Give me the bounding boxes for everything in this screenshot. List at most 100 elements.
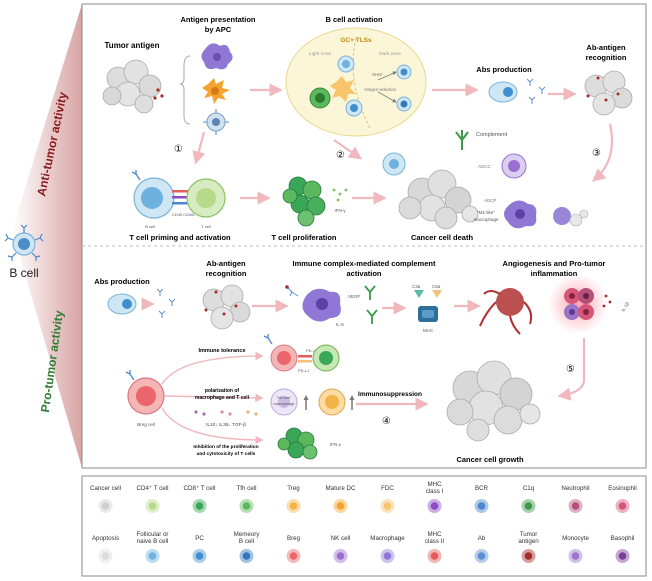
b-cell-main-icon	[4, 224, 44, 261]
legend-label: Cancer cell	[90, 485, 121, 492]
legend-label: BCR	[475, 485, 489, 492]
m2-label-2: macrophage	[273, 402, 294, 406]
antigen-ab-complex-icon	[287, 287, 299, 297]
t-cell-small-label: T cell	[201, 224, 211, 229]
macrophage-bottom-icon	[302, 288, 341, 322]
c5a-label: C5a	[432, 284, 441, 289]
legend-label: Ab	[478, 535, 486, 542]
plasma-cell-top-icon	[488, 81, 518, 103]
t-cell-cluster-bottom-icon	[277, 427, 318, 460]
tumor-antigen-icon	[521, 549, 536, 563]
legend-label: CD4⁺ T cell	[137, 485, 169, 492]
macrophage-icon	[380, 549, 395, 563]
side-wedge	[12, 4, 82, 468]
tumor-cluster-icon	[102, 59, 162, 114]
bracket-icon	[179, 55, 191, 125]
breg-pdl1-icon	[270, 344, 298, 372]
legend-item: Apoptosis	[92, 535, 119, 563]
antigen-selection-label: Antigen selection	[364, 87, 397, 92]
apoptosis-icon	[98, 549, 113, 563]
legend-label: Mature DC	[326, 485, 356, 492]
cd40l-label: CD40L	[183, 212, 196, 217]
tumor-antigen-label: Tumor antigen	[105, 41, 160, 50]
b-cell-label: B cell	[9, 266, 38, 280]
top-flow-arrows	[192, 83, 614, 205]
il1b-label: IL-1β	[621, 301, 631, 313]
b-cell-priming-icon	[131, 170, 175, 219]
m1-macrophage-icon	[504, 200, 537, 229]
ifn-bottom-label: IFN-γ	[330, 442, 342, 447]
legend-item: Eosinophil	[608, 485, 637, 513]
inhib-label: Inhibition of the proliferation	[193, 444, 258, 450]
basophil-icon	[615, 549, 630, 563]
antibody-bcell-icon	[263, 334, 273, 345]
cancer-cell-icon	[98, 499, 113, 513]
cd8-t-cell-tolerance-icon	[312, 344, 340, 372]
tumor-antigen-dots	[153, 88, 164, 100]
mhc-class-2-icon	[427, 549, 442, 563]
dc-cell-icon	[201, 43, 233, 70]
il6-label: IL-6	[336, 322, 344, 327]
growth-label: Cancer cell growth	[456, 455, 524, 464]
breg-icon	[286, 549, 301, 563]
legend-label: Basophil	[611, 535, 635, 542]
legend-label: PC	[195, 535, 204, 542]
gc-label: GC+ TLSs	[340, 37, 372, 44]
pdl1-label: PD-L1	[298, 368, 310, 373]
immune-complex-label: Immune complex-mediated complement	[293, 259, 436, 268]
naive-b-cell-icon	[145, 549, 160, 563]
nk-cell-icon	[333, 549, 348, 563]
mac-icon	[418, 306, 438, 322]
legend-label: Apoptosis	[92, 535, 119, 542]
c1q-bottom-icons	[364, 285, 378, 324]
legend-item: CD8⁺ T cell	[184, 485, 216, 513]
legend-item: PC	[192, 535, 207, 563]
mhc-class-1-icon	[427, 499, 442, 513]
apc-title: Antigen presentation	[180, 15, 255, 24]
bottom-flow-arrows	[141, 297, 586, 411]
c3a-label: C3a	[412, 284, 421, 289]
angio-label: Angiogenesis and Pro-tumor	[503, 259, 606, 268]
legend-label: Breg	[287, 535, 301, 542]
legend-item: Ab	[474, 535, 489, 563]
tumor-cluster-abs-top-icon	[584, 70, 633, 116]
treg-icon	[286, 499, 301, 513]
memory-b-cell-icon	[239, 549, 254, 563]
angio-label-2: inflammation	[531, 269, 578, 278]
ab-antigen-top-label-2: recognition	[586, 53, 627, 62]
mature-dc-icon	[333, 499, 348, 513]
legend-label: CD8⁺ T cell	[184, 485, 216, 492]
cd40-label: CD40	[172, 212, 183, 217]
legend-label: Tfh cell	[237, 485, 257, 492]
breg-small-label: Breg cell	[137, 422, 155, 427]
inflammatory-cells-icon	[564, 288, 594, 320]
step-1: ①	[174, 144, 183, 155]
c1q-icon	[521, 499, 536, 513]
legend-item: Basophil	[611, 535, 635, 563]
cd4-t-cell-icon	[145, 499, 160, 513]
adcp-label: ADCP	[484, 198, 497, 203]
adcc-label: ADCC	[478, 164, 492, 169]
plasma-cell-icon	[192, 549, 207, 563]
nk-cell-top-icon	[382, 152, 406, 176]
legend-item: BCR	[474, 485, 489, 513]
eosinophil-icon	[615, 499, 630, 513]
neutrophil-icon	[568, 499, 583, 513]
gc-tls-region	[285, 27, 427, 137]
c3a-c5a-icons	[414, 290, 442, 298]
legend-item: Mature DC	[326, 485, 356, 513]
cancer-growth-cluster-icon	[446, 360, 541, 442]
bcr-icon	[474, 499, 489, 513]
legend-item: Breg	[286, 535, 301, 563]
dark-zone-b-cells	[396, 64, 412, 112]
shm-label: SHM	[372, 72, 382, 77]
dark-zone-divider	[352, 37, 371, 129]
blood-vessel-tumor-icon	[479, 288, 533, 335]
legend-item: Macrophage	[370, 535, 405, 563]
t-cell-cluster-icon	[282, 176, 326, 227]
